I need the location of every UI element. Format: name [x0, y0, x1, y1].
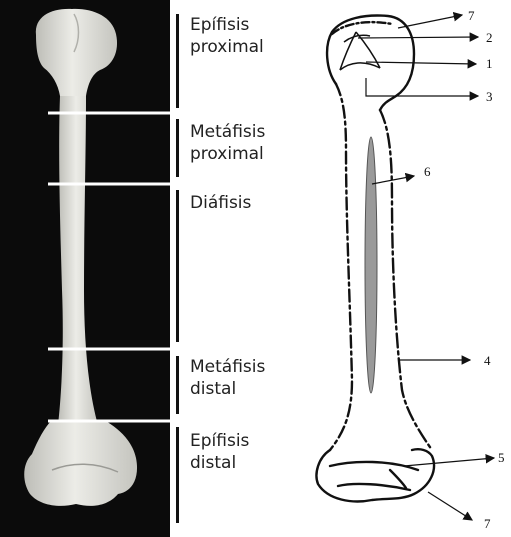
leader-3 [366, 78, 478, 96]
bracket-metafisis-distal [176, 356, 179, 414]
label-epifisis-proximal: Epífisis proximal [190, 14, 264, 58]
bracket-metafisis-proximal [176, 119, 179, 177]
leader-6 [372, 176, 414, 184]
humerus-sketch: 7 2 1 3 6 4 5 7 [300, 0, 511, 537]
callout-1: 1 [486, 56, 493, 71]
leader-1 [366, 62, 476, 64]
medullary-cavity [365, 137, 377, 393]
bracket-epifisis-proximal [176, 14, 179, 108]
label-metafisis-distal: Metáfisis distal [190, 356, 265, 400]
callout-leaders [358, 15, 494, 520]
leader-7-top [398, 15, 462, 28]
callout-3: 3 [486, 89, 493, 104]
humerus-photo [0, 0, 170, 537]
callout-7-bottom: 7 [484, 516, 491, 531]
bracket-epifisis-distal [176, 427, 179, 523]
label-diafisis: Diáfisis [190, 192, 251, 214]
leader-5 [404, 458, 494, 466]
callout-6: 6 [424, 164, 431, 179]
callout-7-top: 7 [468, 8, 475, 23]
bracket-diafisis [176, 190, 179, 342]
leader-7-bottom [428, 492, 472, 520]
callout-4: 4 [484, 353, 491, 368]
label-metafisis-proximal: Metáfisis proximal [190, 121, 265, 165]
callout-5: 5 [498, 450, 505, 465]
label-epifisis-distal: Epífisis distal [190, 430, 249, 474]
callout-2: 2 [486, 30, 493, 45]
leader-2 [358, 37, 478, 38]
